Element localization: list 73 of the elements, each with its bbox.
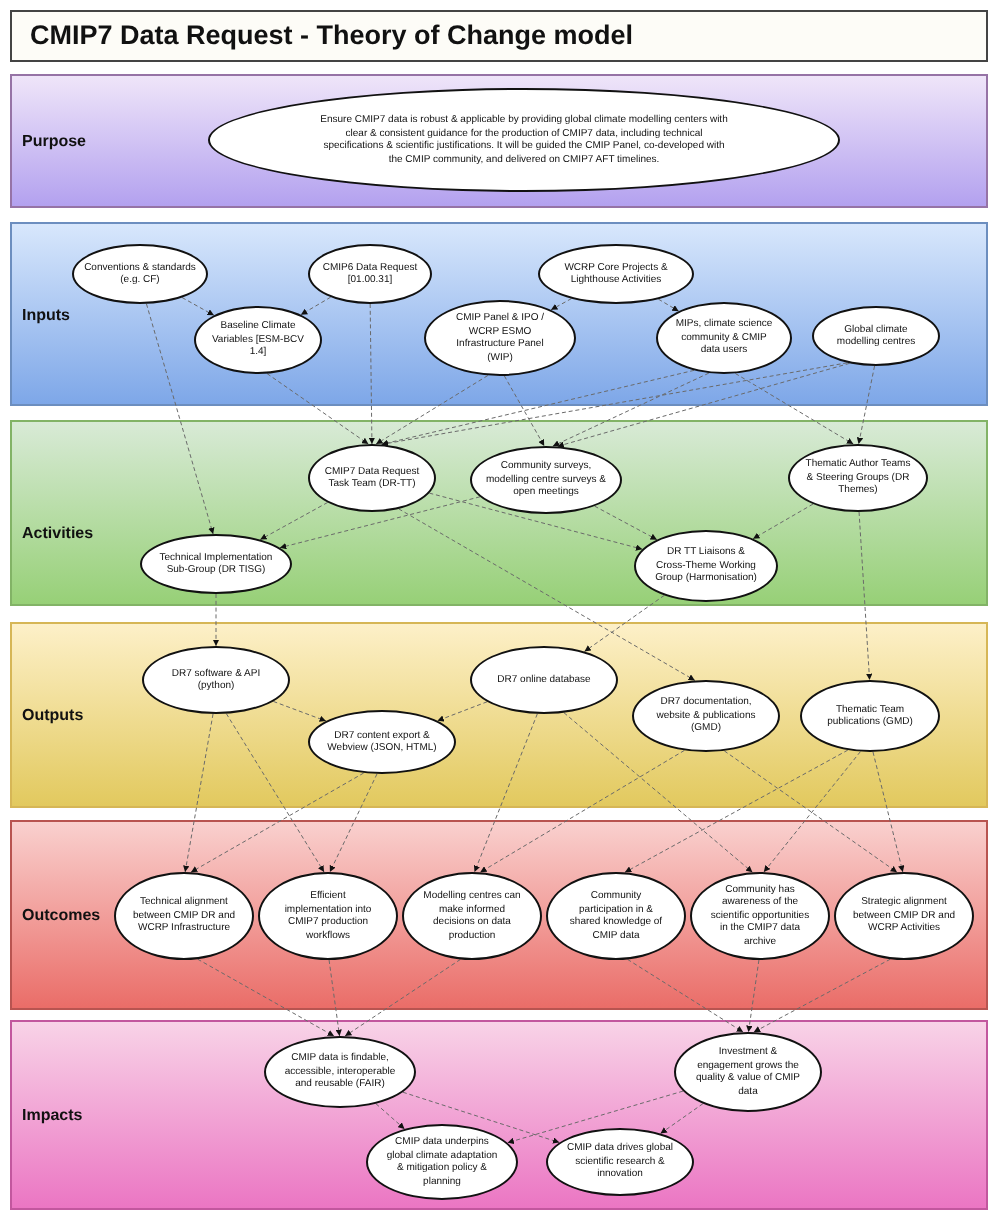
arrow xyxy=(225,713,325,873)
arrow xyxy=(594,505,658,541)
arrow xyxy=(563,712,753,873)
arrow xyxy=(197,958,335,1037)
arrow xyxy=(402,1091,560,1144)
arrow xyxy=(583,594,665,653)
arrow xyxy=(190,772,365,873)
oval-node xyxy=(674,1032,822,1112)
arrow xyxy=(436,701,488,722)
oval-node xyxy=(264,1036,416,1108)
arrow xyxy=(344,958,461,1037)
arrow xyxy=(375,375,489,445)
oval-node xyxy=(140,534,292,594)
arrow xyxy=(763,751,861,873)
arrow xyxy=(300,296,332,316)
oval-node xyxy=(366,1124,518,1200)
arrow xyxy=(381,369,695,446)
oval-node xyxy=(656,302,792,374)
arrow xyxy=(552,372,710,447)
arrow xyxy=(627,958,744,1033)
section-label: Inputs xyxy=(22,306,70,326)
diagram-title: CMIP7 Data Request - Theory of Change model xyxy=(10,10,988,62)
oval-node xyxy=(308,710,456,774)
oval-node xyxy=(546,1128,694,1196)
arrow xyxy=(381,362,848,447)
arrow xyxy=(212,593,220,647)
arrow xyxy=(266,373,369,445)
arrow xyxy=(856,365,876,445)
arrow xyxy=(328,959,342,1037)
arrow xyxy=(183,713,214,873)
arrow xyxy=(473,713,538,873)
arrow xyxy=(503,375,545,447)
oval-node xyxy=(634,530,778,602)
arrow xyxy=(556,362,851,448)
section-band xyxy=(10,820,988,1010)
section-label: Activities xyxy=(22,524,94,544)
arrow xyxy=(479,749,685,873)
section-band xyxy=(10,1020,988,1210)
arrow xyxy=(753,958,891,1033)
arrow xyxy=(723,750,898,873)
arrow xyxy=(746,959,760,1033)
arrow xyxy=(752,503,814,540)
arrow xyxy=(858,511,873,681)
arrow xyxy=(428,492,643,551)
arrow xyxy=(272,700,327,722)
arrow xyxy=(145,303,215,535)
section-band xyxy=(10,222,988,406)
section-label: Purpose xyxy=(22,132,87,152)
arrow xyxy=(181,297,215,316)
arrow xyxy=(660,1103,704,1135)
arrow xyxy=(507,1090,684,1144)
arrow xyxy=(259,502,329,541)
oval-node xyxy=(470,446,622,514)
section-label: Outputs xyxy=(22,706,84,726)
section-label: Impacts xyxy=(22,1106,83,1126)
oval-node xyxy=(308,444,436,512)
section-band xyxy=(10,622,988,808)
arrow xyxy=(368,303,376,445)
arrow xyxy=(872,751,905,873)
arrow xyxy=(329,773,378,873)
oval-node xyxy=(142,646,290,714)
oval-node xyxy=(194,306,322,374)
section-band xyxy=(10,74,988,208)
section-band xyxy=(10,420,988,606)
arrow xyxy=(279,496,481,550)
arrow xyxy=(657,298,680,312)
arrow xyxy=(375,1103,406,1130)
arrow xyxy=(624,749,849,873)
arrow xyxy=(398,508,696,681)
oval-node xyxy=(470,646,618,714)
arrow xyxy=(550,298,572,311)
section-label: Outcomes xyxy=(22,906,101,926)
arrow xyxy=(734,373,854,445)
